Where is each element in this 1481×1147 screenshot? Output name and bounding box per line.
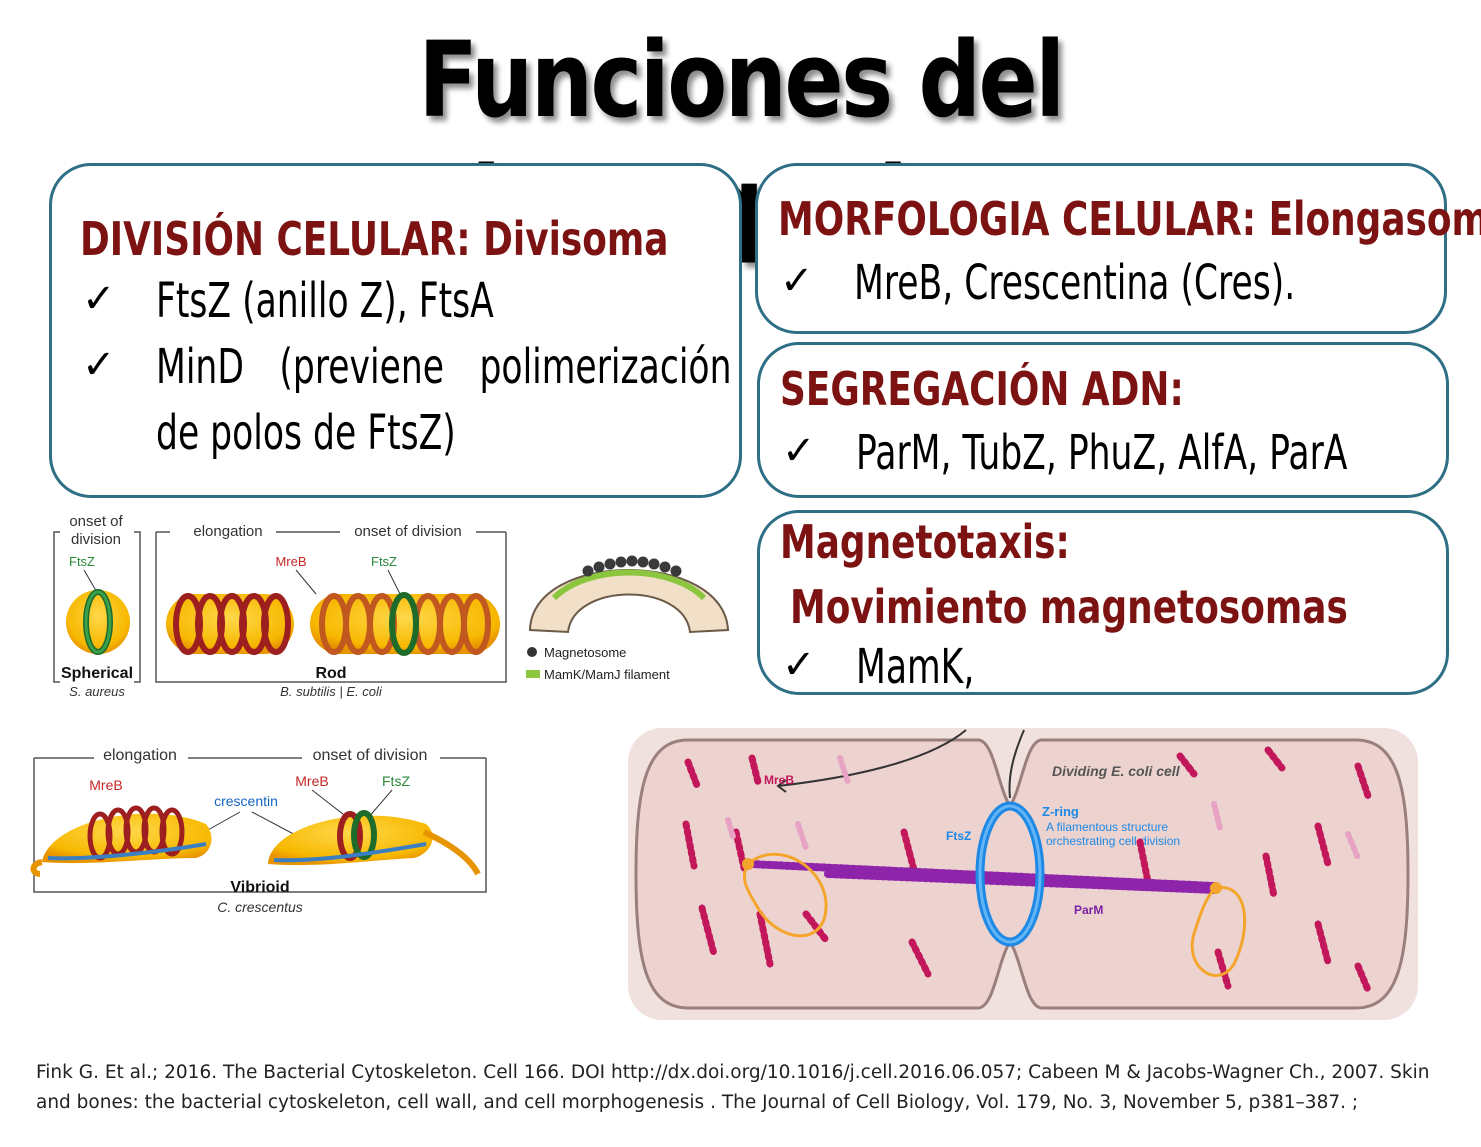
zring-label: Z-ring (1042, 804, 1079, 819)
rod-label: Rod (315, 665, 346, 682)
rod-cell-division (310, 594, 500, 654)
division-item-1: FtsZ (anillo Z), FtsA (156, 273, 494, 329)
curved-cell (528, 569, 730, 634)
check-icon: ✓ (82, 276, 116, 322)
filament-legend-icon (526, 670, 540, 678)
magnetosome-figure: Magnetosome MamK/MamJ filament (526, 555, 730, 682)
check-icon: ✓ (782, 428, 816, 474)
elongation-label-v: elongation (103, 747, 177, 764)
filament-legend-label: MamK/MamJ filament (544, 667, 670, 682)
ecoli-figure: Dividing E. coli cell MreB FtsZ Z-ring A… (628, 728, 1418, 1020)
division-item-2: MinD (previene polimerización (156, 339, 732, 395)
crescentin-label: crescentin (214, 793, 278, 809)
references: Fink G. Et al.; 2016. The Bacterial Cyto… (36, 1062, 1430, 1113)
ftsz-label-ecoli: FtsZ (946, 829, 971, 843)
onset-of-division-label-v: onset of division (313, 747, 428, 764)
segregacion-item-1: ParM, TubZ, PhuZ, AlfA, ParA (856, 425, 1348, 481)
division-heading: DIVISIÓN CELULAR: Divisoma (80, 212, 669, 266)
magnetotaxis-heading-2: Movimiento magnetosomas (790, 580, 1348, 634)
check-icon: ✓ (782, 642, 816, 688)
magnetosome-legend-label: Magnetosome (544, 645, 626, 660)
spherical-cell (66, 590, 130, 654)
mreb-label: MreB (275, 554, 306, 569)
s-aureus-label: S. aureus (69, 684, 125, 699)
c-crescentus-label: C. crescentus (217, 899, 303, 915)
plasmid-loop-right (1190, 886, 1247, 977)
ftsz-label: FtsZ (69, 554, 95, 569)
vibrioid-label: Vibrioid (230, 879, 289, 896)
mreb-label-ecoli: MreB (764, 773, 794, 787)
morfologia-item-1: MreB, Crescentina (Cres). (854, 255, 1296, 311)
morfologia-box (755, 163, 1447, 334)
morfologia-heading: MORFOLOGIA CELULAR: Elongasoma (778, 192, 1481, 246)
elongation-label: elongation (193, 523, 262, 540)
rod-species-label: B. subtilis | E. coli (280, 684, 383, 699)
ftsz-label-rod: FtsZ (371, 554, 397, 569)
magnetosome-chain (582, 555, 682, 577)
magnetosome-legend-icon (527, 647, 537, 657)
check-icon: ✓ (780, 258, 814, 304)
onset-label-1: onset of (69, 513, 123, 530)
ecoli-title: Dividing E. coli cell (1052, 763, 1181, 779)
magnetotaxis-heading: Magnetotaxis: (780, 515, 1070, 569)
mreb-label-v2: MreB (295, 773, 328, 789)
onset-label-2: division (71, 531, 121, 548)
plasmid-loop-left (742, 852, 828, 938)
onset-of-division-label: onset of division (354, 523, 462, 540)
segregacion-box (757, 342, 1449, 498)
vibrioid-figure: elongation onset of division MreB cresce… (30, 747, 487, 915)
division-box (49, 163, 742, 498)
rod-cell-elongation (166, 594, 294, 654)
magnetotaxis-item-1: MamK, (856, 639, 975, 695)
vibrioid-cell-2 (268, 815, 433, 866)
mreb-label-v: MreB (89, 777, 122, 793)
division-item-3: de polos de FtsZ) (156, 405, 456, 461)
cell-shapes-figure: onset of division FtsZ Spherical S. aure… (53, 513, 507, 699)
parm-label: ParM (1074, 903, 1103, 917)
segregacion-heading: SEGREGACIÓN ADN: (780, 362, 1184, 416)
mamk-filament (551, 569, 707, 601)
check-icon: ✓ (82, 342, 116, 388)
spherical-label: Spherical (61, 665, 133, 682)
magnetotaxis-box (757, 510, 1449, 695)
ftsz-label-v: FtsZ (382, 773, 410, 789)
zring-desc-1: A filamentous structure (1046, 820, 1168, 834)
zring-desc-2: orchestrating cell division (1046, 834, 1180, 848)
